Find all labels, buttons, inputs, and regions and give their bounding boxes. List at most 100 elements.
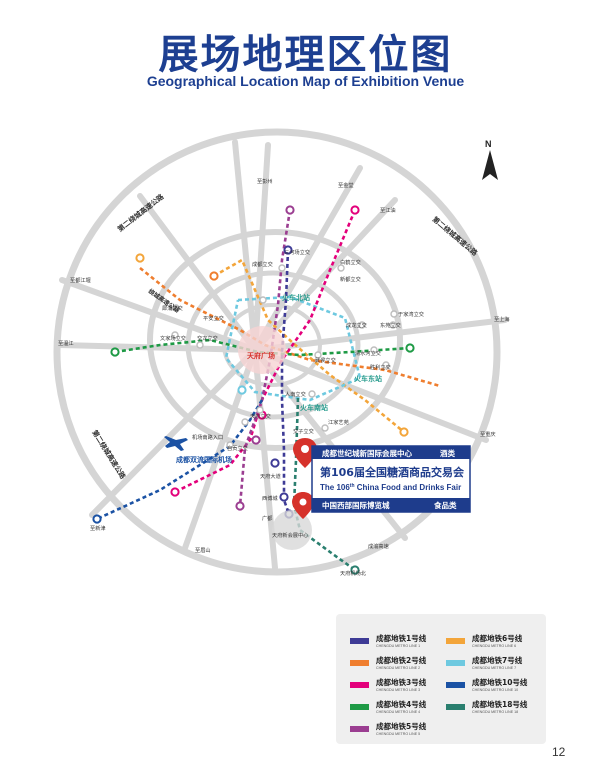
label-jiangyou: 至江油 <box>380 206 396 214</box>
road-nw2 <box>232 139 258 353</box>
label-tianfu-square: 天府广场 <box>247 351 275 360</box>
label-chengdu-interchange: 成都立交 <box>252 260 273 268</box>
pin-center <box>299 498 307 506</box>
label-new-venue: 天府新会展中心 <box>272 531 308 539</box>
road-south <box>252 347 278 571</box>
page-title: 展场地理区位图 <box>158 32 453 78</box>
venue-tag-3: 食品类 <box>434 500 457 510</box>
station-dot <box>350 565 360 575</box>
city-ring-road <box>147 229 403 451</box>
interchange <box>390 310 398 318</box>
legend-sublabel: CHENGDU METRO LINE 7 <box>472 666 517 670</box>
ring-roads <box>53 128 501 576</box>
station-dot <box>251 435 261 445</box>
road-north2 <box>252 165 363 353</box>
interchange <box>259 296 267 304</box>
interchanges <box>171 264 398 449</box>
label-dongyuan-interchange: 东苑立交 <box>380 321 401 329</box>
legend-sublabel: CHENGDU METRO LINE 3 <box>376 688 421 692</box>
station-dot <box>399 427 409 437</box>
label-xindu-interchange: 新都立交 <box>340 275 361 283</box>
label-chengyu: 成渝高速 <box>368 542 389 550</box>
interchange <box>337 264 345 272</box>
label-zizhong: 自贡立交 <box>227 444 248 452</box>
label-renmin-nan: 人南立交 <box>285 390 306 398</box>
label-chongqing: 至重庆 <box>480 430 496 438</box>
label-shanghai: 至上海 <box>494 315 510 323</box>
airplane-icon <box>164 436 188 451</box>
legend-swatch <box>350 660 369 666</box>
label-pengzhou: 至彭州 <box>257 177 273 185</box>
label-qingshui-interchange: 清水河立交 <box>355 349 381 357</box>
label-wenjia-interchange: 文家场立交 <box>160 334 186 342</box>
station-dot <box>285 205 295 215</box>
label-sanhe-interchange: 三河场立交 <box>284 248 310 256</box>
legend-label: 成都地铁1号线 <box>376 634 427 643</box>
interchange <box>314 351 322 359</box>
tianfu-square-circle <box>238 326 286 374</box>
label-tianfu-yan: 天府大道 <box>260 472 281 480</box>
legend-label: 成都地铁4号线 <box>376 700 427 709</box>
pin-center <box>301 445 309 453</box>
label-wenjiang: 至温江 <box>58 339 74 347</box>
label-east-station: 火车东站 <box>354 374 382 383</box>
interchange <box>382 361 390 369</box>
legend-sublabel: CHENGDU METRO LINE 10 <box>472 688 519 692</box>
station-dot <box>110 347 120 357</box>
venue-info-box: 成都世纪城新国际会展中心 酒类 第106届全国糖酒商品交易会 The 106th… <box>311 445 471 513</box>
label-north-station: 火车北站 <box>282 293 310 302</box>
legend-sublabel: CHENGDU METRO LINE 6 <box>472 644 517 648</box>
road-nnw <box>137 193 258 353</box>
label-wuhou-interchange: 武侯立交 <box>315 356 336 364</box>
legend-sublabel: CHENGDU METRO LINE 2 <box>376 666 421 670</box>
interchange <box>171 331 179 339</box>
label-pingjing-interchange: 平安立交 <box>203 314 224 322</box>
venue-name-1: 成都世纪城新国际会展中心 <box>322 448 412 458</box>
legend-label: 成都地铁10号线 <box>472 678 528 687</box>
label-xinjin: 至新津 <box>90 524 106 532</box>
label-dujiangyan: 至都江堰 <box>70 276 91 284</box>
station-dot <box>270 458 280 468</box>
legend-label: 成都地铁18号线 <box>472 700 528 709</box>
interchange <box>278 264 286 272</box>
legend-sublabel: CHENGDU METRO LINE 5 <box>376 732 421 736</box>
legend-label: 成都地铁6号线 <box>472 634 523 643</box>
compass-north-label: N <box>485 139 492 149</box>
road-north <box>252 142 271 353</box>
venue-tag-1: 酒类 <box>440 448 455 458</box>
label-shuangliu: 成都双流国际机场 <box>176 455 232 464</box>
label-guangdu: 广都 <box>262 514 272 522</box>
label-yuhua-interchange: 于家湾立交 <box>398 310 424 318</box>
venue-markers <box>292 438 317 519</box>
legend-label: 成都地铁5号线 <box>376 722 427 731</box>
legend-swatch <box>350 638 369 644</box>
legend-swatch <box>446 638 465 644</box>
metro-line-4 <box>114 338 411 357</box>
legend-swatch <box>350 704 369 710</box>
new-venue-circle <box>272 510 312 550</box>
venue-name-3: 中国西部国际博览城 <box>322 500 390 510</box>
station-dot <box>405 343 415 353</box>
label-jianlong: 江家艺苑 <box>328 418 349 426</box>
legend-swatch <box>446 660 465 666</box>
label-chenglong-interchange: 成龙立交 <box>346 321 367 329</box>
info-box-bottom-band <box>312 498 470 512</box>
label-jinniu-interchange: 犀浦立交 <box>162 304 183 312</box>
metro-line-10 <box>96 399 264 521</box>
metro-line-5 <box>238 209 292 507</box>
legend-label: 成都地铁2号线 <box>376 656 427 665</box>
metro-line-3 <box>174 209 357 494</box>
legend-label: 成都地铁7号线 <box>472 656 523 665</box>
page-number: 12 <box>552 745 566 759</box>
interchange <box>241 418 249 426</box>
label-tianfu-airport: 天府机场北 <box>340 569 367 577</box>
interchange <box>308 390 316 398</box>
